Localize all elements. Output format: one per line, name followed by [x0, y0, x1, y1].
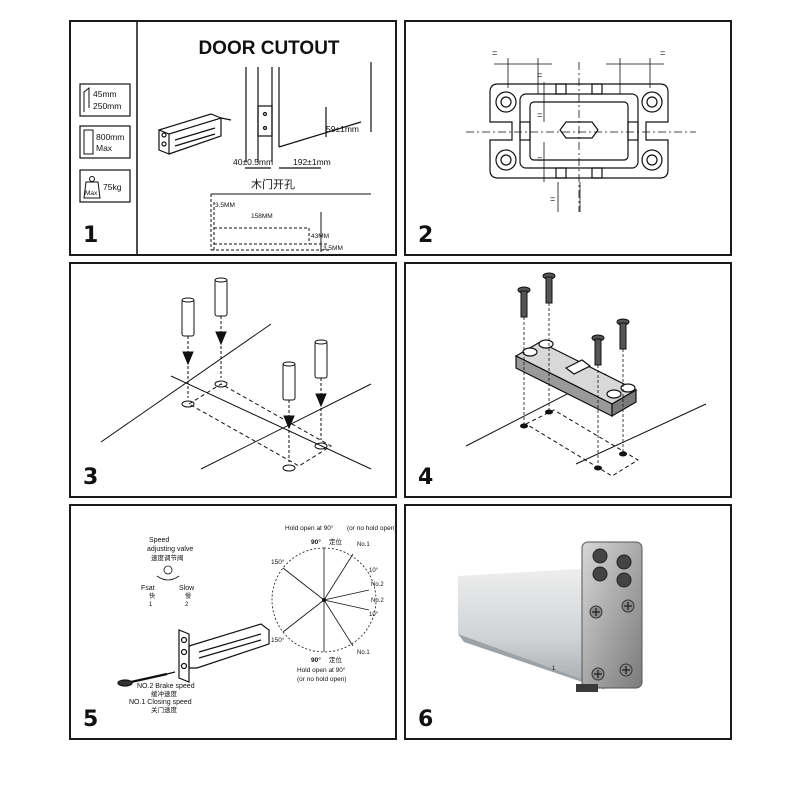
cutout-cn-label: 木门开孔 — [251, 177, 295, 191]
plate-screw-install-diagram — [465, 272, 707, 477]
dim-width: 40±0.5mm — [233, 157, 273, 167]
spec-weight: 75kg — [103, 182, 122, 192]
spec-width-1: 800mm — [96, 132, 124, 142]
panel-number-4: 4 — [418, 465, 434, 490]
anchor-bolts — [181, 277, 328, 472]
door-cutout-diagram: 45mm 250mm 800mm Max Max 75kg DOOR CUTOU… — [79, 22, 372, 254]
top-cn-label: 定位 — [329, 537, 343, 546]
fast-cn-label: 快 — [149, 592, 155, 600]
installed-closer-photo: 1 — [458, 541, 643, 692]
speed-adjust-diagram: Speed adjusting valve 速度调节阀 Fsat 快 1 Slo… — [117, 524, 397, 714]
door-width-icon — [79, 125, 131, 159]
deg150-bottom: 150° — [271, 636, 285, 644]
step-6-panel: 1 6 — [404, 504, 732, 740]
door-cutout-title: DOOR CUTOUT — [198, 38, 339, 59]
dim-mark-right: = — [660, 48, 665, 58]
fast-num: 1 — [149, 602, 153, 608]
screw-3 — [591, 334, 605, 366]
hold-bottom-label: Hold open at 90° — [297, 666, 346, 674]
step-2-panel: = = = = = = 2 — [404, 20, 732, 256]
panel-number-2: 2 — [418, 223, 434, 248]
panel-number-1: 1 — [83, 223, 99, 248]
dim-a: 3.5MM — [215, 202, 235, 209]
step-5-panel: Speed adjusting valve 速度调节阀 Fsat 快 1 Slo… — [69, 504, 397, 740]
hold-top-label: Hold open at 90° — [285, 524, 334, 532]
slow-cn-label: 慢 — [185, 592, 191, 600]
door-closer-drawing — [158, 113, 232, 155]
door-closer-with-screwdriver — [117, 623, 270, 687]
valve-icon — [156, 565, 180, 581]
dim-mark-v3: = — [537, 154, 542, 164]
dim-c: 43MM — [311, 233, 329, 240]
deg10-top: 10° — [369, 568, 379, 574]
panel-number-5: 5 — [83, 707, 99, 732]
dim-depth: 59±1mm — [326, 124, 359, 134]
pivot-plate — [576, 541, 643, 692]
fast-label: Fsat — [141, 585, 155, 592]
dial-center — [322, 598, 326, 602]
screw-1 — [517, 286, 531, 318]
brake-label: NO.2 Brake speed — [137, 683, 195, 690]
step-3-panel: 3 — [69, 262, 397, 498]
bottom-deg-label: 90° — [311, 656, 321, 664]
panel-number-3: 3 — [83, 465, 99, 490]
anchor-holes — [520, 409, 627, 471]
closing-label: NO.1 Closing speed — [129, 699, 192, 706]
slow-label: Slow — [179, 585, 195, 592]
no1-bottom: No.1 — [357, 650, 370, 656]
slow-num: 2 — [185, 602, 189, 608]
door-weight-icon — [79, 169, 131, 203]
step-1-panel: 45mm 250mm 800mm Max Max 75kg DOOR CUTOU… — [69, 20, 397, 256]
speed-label: Speed — [149, 537, 169, 544]
mounting-plate-top-view: = = = = = = — [466, 48, 696, 212]
dim-mark-v1: = — [537, 70, 542, 80]
dim-length: 192±1mm — [293, 157, 331, 167]
angle-dial — [271, 547, 377, 653]
bottom-cn-label: 定位 — [329, 655, 343, 664]
spec-thickness-1: 45mm — [93, 89, 117, 99]
anchor-1 — [181, 297, 195, 408]
spec-thickness-2: 250mm — [93, 101, 121, 111]
door-cutout-drawing — [245, 62, 372, 169]
top-deg-label: 90° — [311, 538, 321, 546]
dim-b: 158MM — [251, 213, 273, 220]
valve-label: adjusting valve — [147, 546, 193, 553]
no2-a: No.2 — [371, 582, 384, 588]
deg10-bottom: 10° — [369, 612, 379, 618]
dim-mark-v2: = — [537, 110, 542, 120]
brake-cn-label: 缓冲速度 — [151, 689, 178, 698]
hold-top-paren: (or no hold open) — [347, 525, 397, 532]
no2-b: No.2 — [371, 598, 384, 604]
step-4-panel: 4 — [404, 262, 732, 498]
cutout-section-drawing — [210, 193, 371, 252]
dim-d: 3.5MM — [323, 245, 343, 252]
body-mark: 1 — [552, 666, 556, 672]
dim-mark-left: = — [492, 48, 497, 58]
valve-cn-label: 速度调节阀 — [151, 553, 184, 562]
dim-mark-v4: = — [550, 194, 555, 204]
mounting-plate — [514, 339, 638, 418]
deg150-top: 150° — [271, 558, 285, 566]
spec-weight-icon-label: Max — [85, 190, 98, 197]
anchor-2 — [214, 277, 228, 388]
no1-top: No.1 — [357, 542, 370, 548]
screw-4 — [616, 318, 630, 350]
hold-bottom-paren: (or no hold open) — [297, 676, 347, 683]
anchor-insert-diagram — [100, 277, 372, 472]
spec-width-2: Max — [96, 143, 113, 153]
panel-number-6: 6 — [418, 707, 434, 732]
anchor-4 — [314, 339, 328, 450]
closing-cn-label: 关门速度 — [151, 705, 178, 714]
screw-2 — [542, 272, 556, 304]
door-thickness-icon — [79, 83, 131, 117]
anchor-3 — [282, 361, 296, 472]
